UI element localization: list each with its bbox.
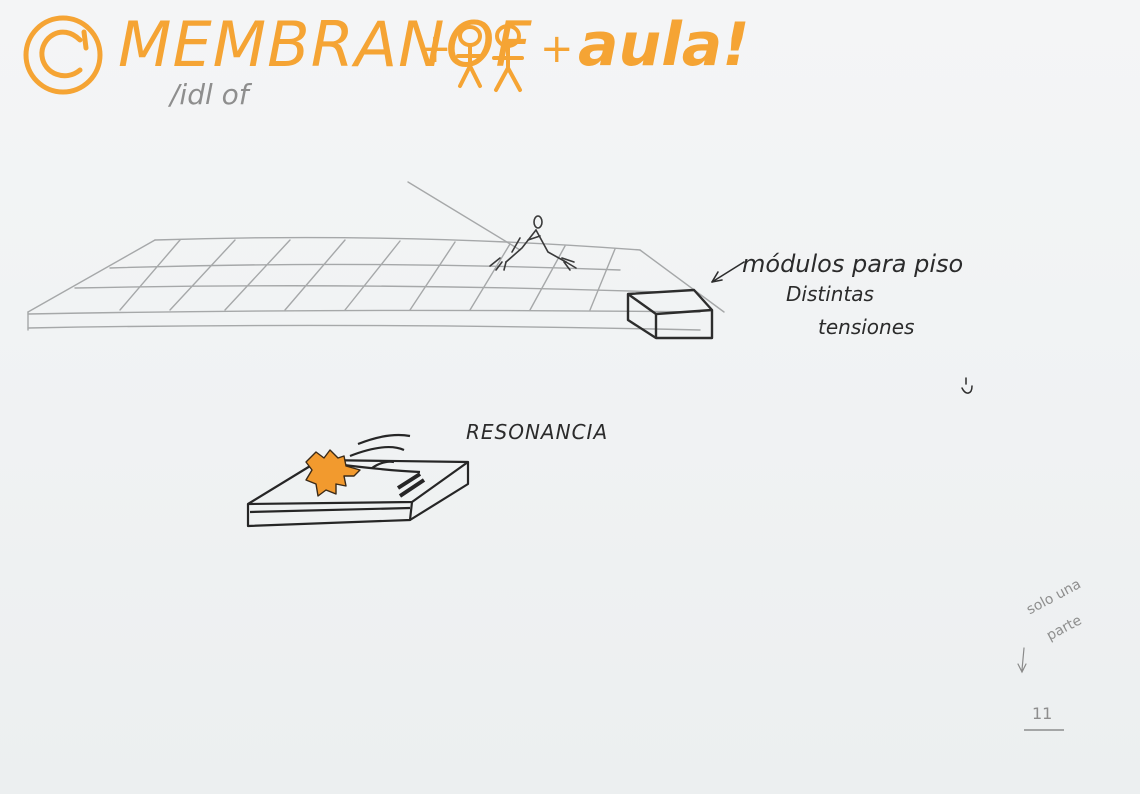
title-subtitle: /idl of — [170, 78, 249, 111]
label-modules: módulos para piso — [742, 250, 963, 278]
label-resonance: RESONANCIA — [466, 420, 608, 444]
title-plus-2: + — [540, 26, 574, 72]
title-membranof: MEMBRANOF — [118, 8, 532, 81]
resonance-box — [248, 435, 468, 526]
circled-c-icon — [26, 18, 100, 92]
orange-hand-icon — [306, 450, 360, 496]
label-tensions: tensiones — [818, 315, 914, 339]
arrow-icon — [712, 262, 744, 282]
small-curl-mark — [962, 378, 972, 393]
label-distinct: Distintas — [786, 282, 874, 306]
page-number: 11 — [1032, 704, 1052, 723]
down-arrow-icon — [1018, 648, 1026, 672]
floor-module-box — [628, 290, 712, 338]
title-aula: aula! — [578, 10, 750, 80]
floor-grid-sketch — [28, 182, 724, 330]
title-plus-1: + — [418, 26, 452, 72]
